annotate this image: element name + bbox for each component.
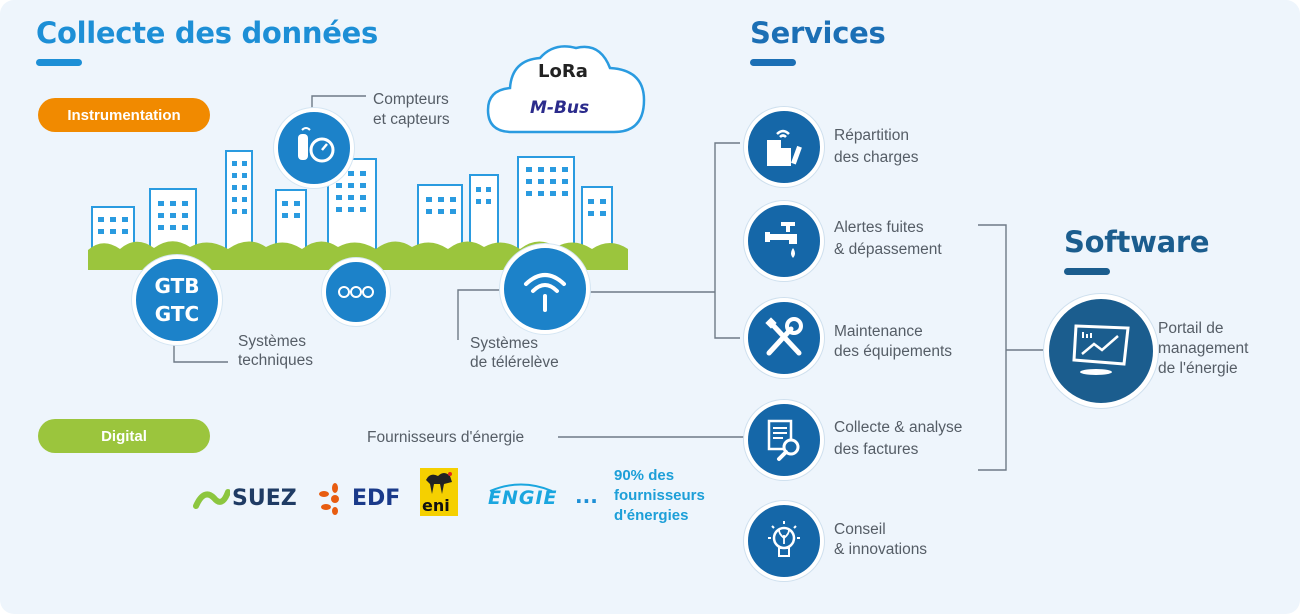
gtb-label: GTB <box>154 274 200 298</box>
services-title: Services <box>750 16 886 50</box>
service-factures-line1: Collecte & analyse <box>834 419 963 436</box>
six-legged-dog-icon <box>426 472 452 494</box>
software-underline <box>1064 268 1110 275</box>
software-line2: management <box>1158 340 1249 357</box>
systemes-telereleve-line2: de télérelève <box>470 354 559 371</box>
software-portal-circle <box>1044 294 1158 408</box>
coverage-line3: d'énergies <box>614 507 689 524</box>
service-alertes-circle <box>744 201 824 281</box>
digital-pill: Digital <box>38 419 210 453</box>
cloud-icon <box>486 45 646 134</box>
systemes-techniques-line2: techniques <box>238 352 313 369</box>
service-alertes-line2: & dépassement <box>834 241 942 258</box>
service-alertes-line1: Alertes fuites <box>834 219 924 236</box>
dots-icon <box>338 286 374 298</box>
service-conseil-line1: Conseil <box>834 521 886 538</box>
meters-sensors-circle <box>274 108 354 188</box>
suppliers-coverage-text: 90% des fournisseurs d'énergies <box>614 466 705 526</box>
compteurs-label-line1: Compteurs <box>373 91 449 108</box>
wireless-signal-icon <box>524 273 566 312</box>
edf-logo-icon <box>319 483 339 515</box>
coverage-line1: 90% des <box>614 467 675 484</box>
faucet-drop-icon <box>765 222 797 258</box>
invoice-magnifier-icon <box>767 419 800 461</box>
gtc-label: GTC <box>154 302 200 326</box>
lora-logo: LoRa <box>538 61 588 82</box>
more-suppliers-ellipsis: ... <box>575 484 598 508</box>
services-underline <box>750 59 796 66</box>
fournisseurs-label: Fournisseurs d'énergie <box>367 429 525 446</box>
collecte-title: Collecte des données <box>36 16 378 50</box>
software-line3: de l'énergie <box>1158 360 1238 377</box>
suez-logo-icon <box>193 489 230 509</box>
software-line1: Portail de <box>1158 320 1224 337</box>
coverage-line2: fournisseurs <box>614 487 705 504</box>
service-maintenance-line2: des équipements <box>834 343 953 360</box>
collecte-underline <box>36 59 82 66</box>
gtb-gtc-circle: GTB GTC <box>132 255 222 345</box>
wrench-screwdriver-icon <box>765 317 803 356</box>
eni-logo: eni <box>420 468 458 516</box>
compteurs-label-line2: et capteurs <box>373 111 450 128</box>
systemes-techniques-line1: Systèmes <box>238 333 307 350</box>
telereleve-circle <box>500 244 590 334</box>
suez-logo-text: SUEZ <box>232 486 297 511</box>
edf-logo-text: EDF <box>352 486 401 511</box>
service-factures-circle <box>744 400 824 480</box>
dashboard-chart-icon <box>1072 324 1130 375</box>
building-meter-icon <box>767 129 802 166</box>
service-maintenance-line1: Maintenance <box>834 323 923 340</box>
service-repartition-line2: des charges <box>834 149 919 166</box>
eni-logo-text: eni <box>422 496 450 515</box>
service-maintenance-circle <box>744 298 824 378</box>
service-factures-line2: des factures <box>834 441 919 458</box>
service-repartition-line1: Répartition <box>834 127 909 144</box>
service-conseil-line2: & innovations <box>834 541 928 558</box>
mbus-logo: M-Bus <box>530 98 590 118</box>
engie-logo-text: ENGIE <box>488 487 558 509</box>
lightbulb-icon <box>768 521 800 557</box>
more-systems-circle <box>322 258 390 326</box>
service-conseil-circle <box>744 501 824 581</box>
systemes-telereleve-line1: Systèmes <box>470 335 539 352</box>
software-title: Software <box>1064 225 1210 259</box>
engie-arc-icon <box>489 483 553 492</box>
instrumentation-pill: Instrumentation <box>38 98 210 132</box>
service-repartition-circle <box>744 107 824 187</box>
meter-sensor-icon <box>298 127 335 163</box>
